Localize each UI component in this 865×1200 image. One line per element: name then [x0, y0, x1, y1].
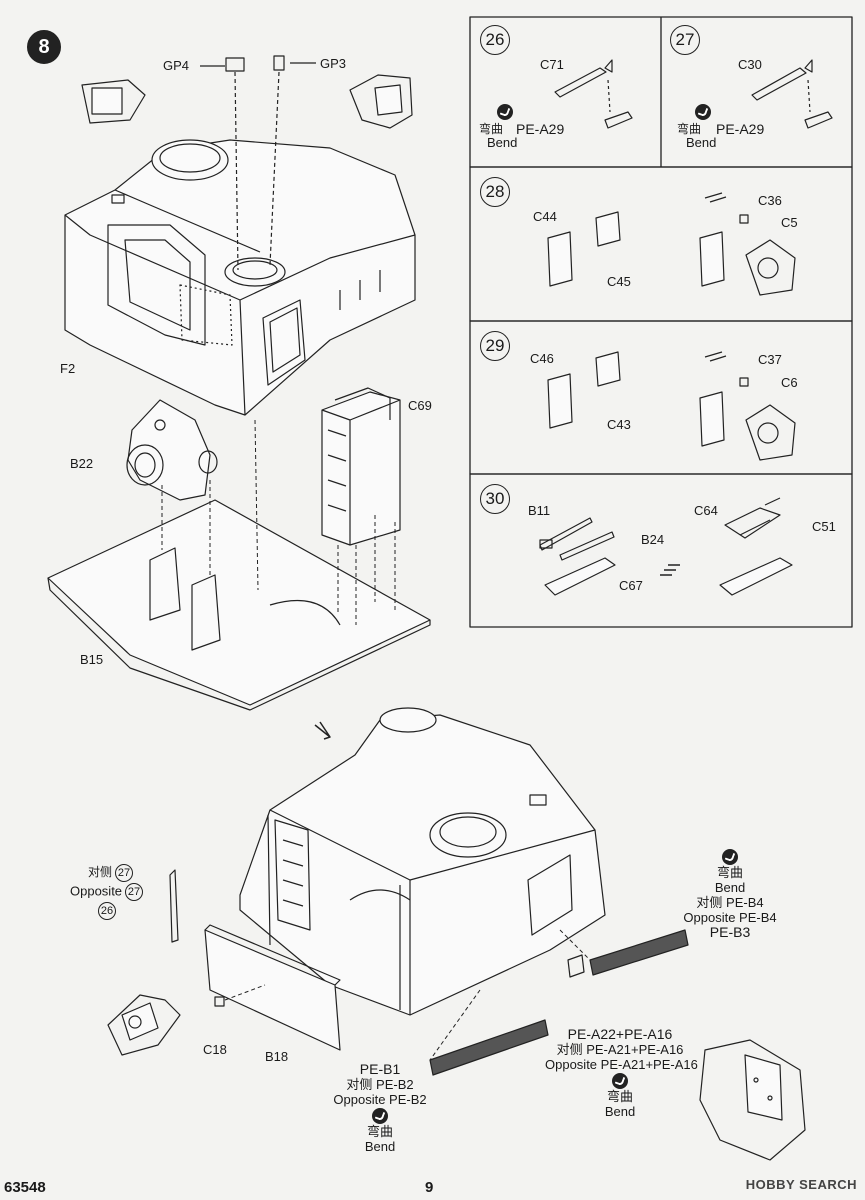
- label-c43: C43: [607, 417, 631, 432]
- step-26-number: 26: [480, 25, 510, 55]
- c71-drawing: [554, 67, 607, 98]
- step30-drawings: [539, 497, 793, 596]
- page-number: 9: [425, 1179, 434, 1196]
- pe-a29-drawing-26: [604, 111, 633, 129]
- step-8-number: 8: [27, 30, 61, 64]
- pe-a29-drawing-27: [804, 111, 833, 129]
- label-c5: C5: [781, 215, 798, 230]
- gp3-part: [273, 55, 285, 71]
- pe-a-callout: [699, 1039, 806, 1161]
- bend-cn-26: 弯曲: [479, 122, 504, 136]
- ref-26-label: 26: [95, 902, 116, 920]
- bend-icon: [497, 104, 513, 120]
- b18-drawing: [204, 929, 341, 1051]
- label-pe-a29-27: PE-A29: [716, 121, 765, 137]
- bracket-drawings-28: [547, 192, 796, 296]
- label-c37: C37: [758, 352, 782, 367]
- b15-drawing: [47, 499, 431, 711]
- bend-en-26: Bend: [487, 135, 518, 150]
- bend-icon: [695, 104, 711, 120]
- ref-27-circle: 27: [115, 864, 134, 882]
- label-gp3: GP3: [320, 56, 347, 71]
- pe-side-bar: [169, 869, 179, 943]
- label-gp4: GP4: [163, 58, 190, 73]
- gp3-callout: [349, 74, 413, 129]
- c18-callout: [107, 994, 181, 1056]
- pe-a22-drawing: [567, 954, 585, 978]
- label-c46: C46: [530, 351, 554, 366]
- label-c36: C36: [758, 193, 782, 208]
- bracket-drawings-29: [547, 351, 796, 461]
- label-c69: C69: [408, 398, 432, 413]
- pe-b3-label-group: 弯曲 Bend 对侧 PE-B4 Opposite PE-B4 PE-B3: [670, 848, 790, 940]
- b22-drawing: [126, 399, 218, 501]
- step-27-number: 27: [670, 25, 700, 55]
- pe-b3-drawing: [589, 929, 689, 976]
- label-b15: B15: [80, 652, 104, 667]
- gp4-part: [225, 57, 245, 72]
- step-30-number: 30: [480, 484, 510, 514]
- label-c45: C45: [607, 274, 631, 289]
- step-28-number: 28: [480, 177, 510, 207]
- label-c30: C30: [738, 57, 762, 72]
- model-code: 63548: [4, 1179, 46, 1196]
- turret-assembled-drawing: [239, 707, 606, 1016]
- bend-icon: [372, 1107, 388, 1124]
- label-c44: C44: [533, 209, 557, 224]
- label-b18: B18: [265, 1049, 289, 1064]
- label-b22: B22: [70, 456, 94, 471]
- watermark: HOBBY SEARCH: [745, 1177, 857, 1192]
- label-c51: C51: [812, 519, 836, 534]
- step-29-number: 29: [480, 331, 510, 361]
- gp4-callout: [81, 79, 146, 124]
- label-c67: C67: [619, 578, 643, 593]
- turret-upper-drawing: [64, 139, 416, 416]
- label-c18: C18: [203, 1042, 227, 1057]
- bend-icon: [612, 1072, 628, 1089]
- c30-drawing: [751, 67, 807, 101]
- substep-grid: [469, 16, 853, 628]
- ref-26-circle: 26: [98, 902, 116, 920]
- label-c64: C64: [694, 503, 718, 518]
- ref-27-circle-b: 27: [125, 883, 144, 901]
- label-b24: B24: [641, 532, 665, 547]
- label-c6: C6: [781, 375, 798, 390]
- bend-icon: [722, 848, 738, 865]
- c18-drawing: [214, 996, 225, 1007]
- pe-b1-drawing: [429, 1019, 549, 1076]
- c69-drawing: [321, 387, 401, 546]
- bend-en-27: Bend: [686, 135, 717, 150]
- label-b11: B11: [528, 503, 551, 518]
- bend-cn-27: 弯曲: [677, 122, 702, 136]
- label-f2: F2: [60, 361, 76, 376]
- pe-a-label-group: PE-A22+PE-A16 对侧 PE-A21+PE-A16 Opposite …: [545, 1026, 698, 1119]
- label-pe-a29-26: PE-A29: [516, 121, 565, 137]
- label-c71: C71: [540, 57, 564, 72]
- pe-b1-label-group: PE-B1 对侧 PE-B2 Opposite PE-B2 弯曲 Bend: [333, 1061, 427, 1154]
